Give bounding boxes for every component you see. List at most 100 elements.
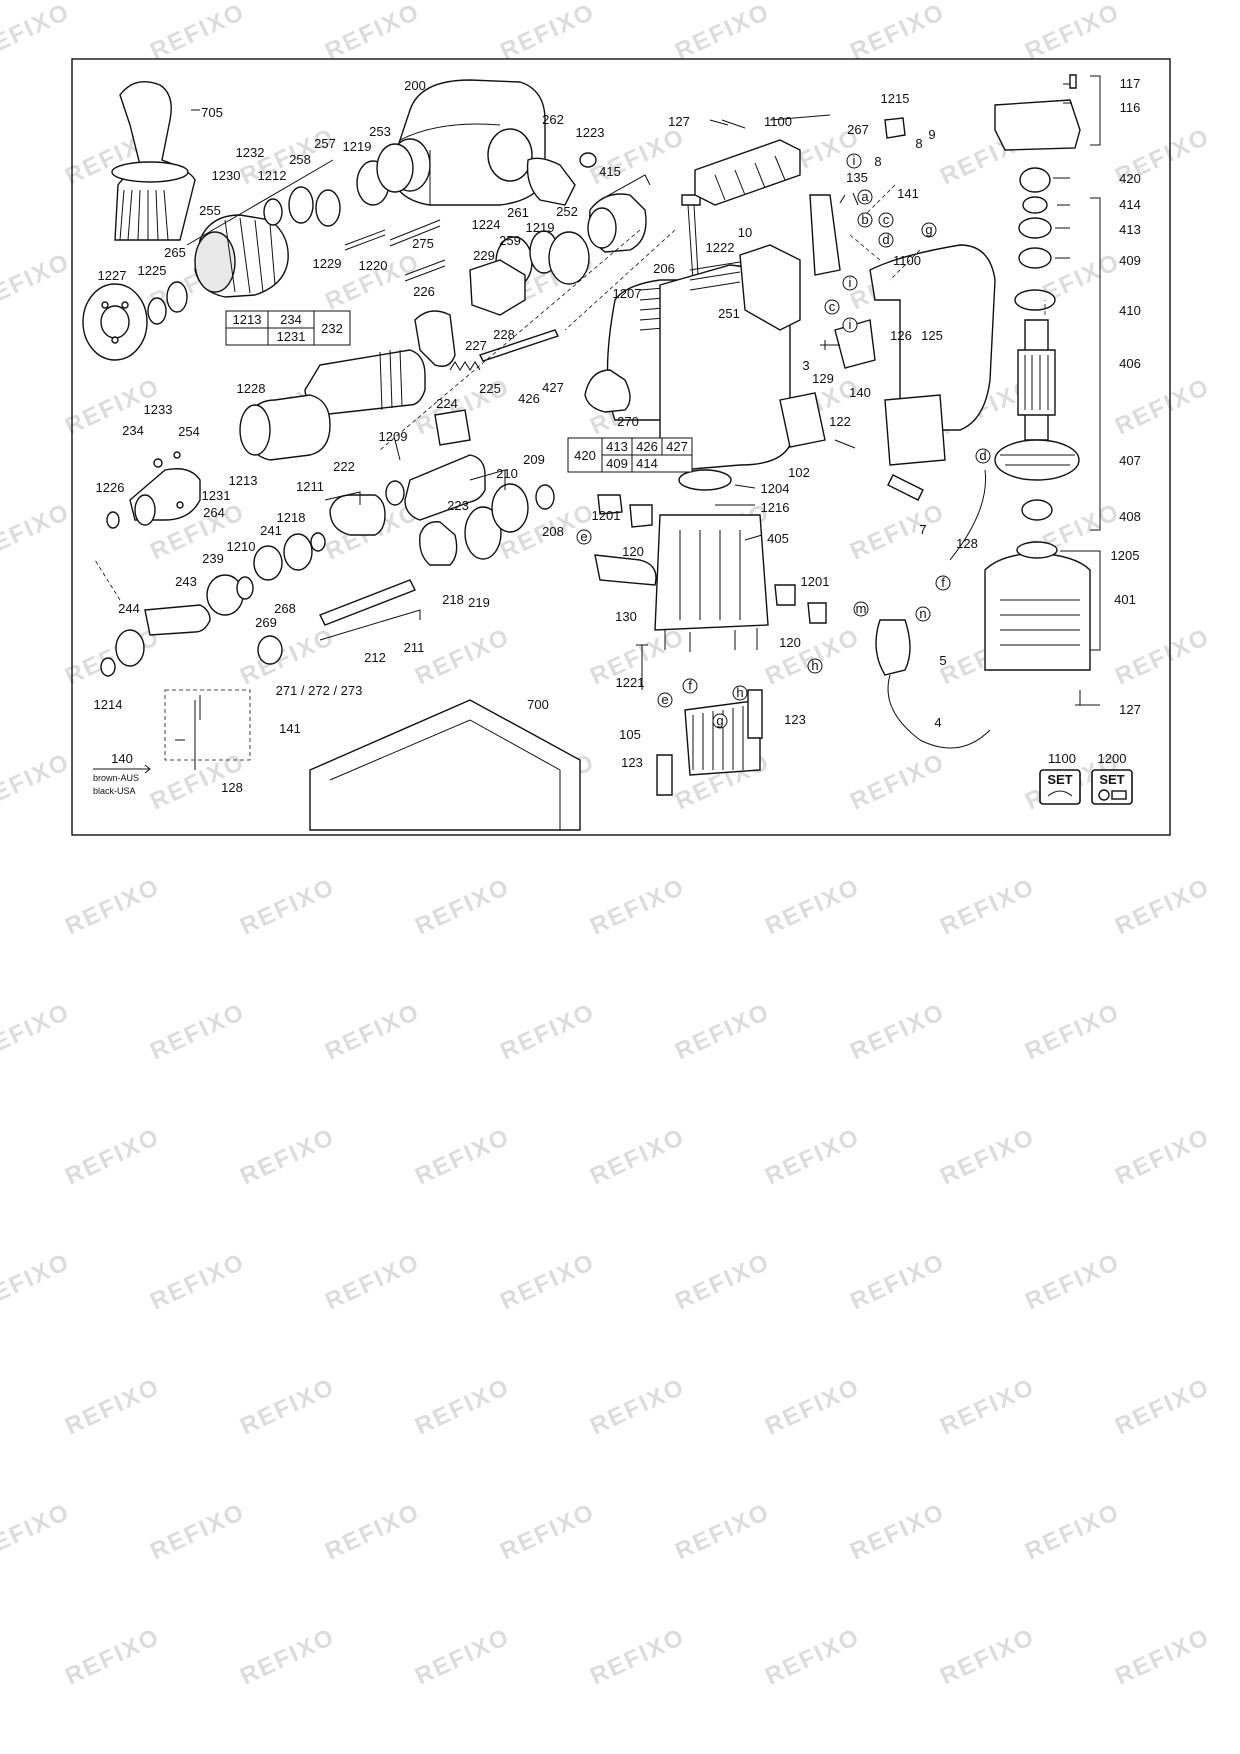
watermark-text: REFIXO xyxy=(586,1123,689,1190)
watermark-text: REFIXO xyxy=(496,1248,599,1315)
ref-letter-text-h: h xyxy=(811,658,818,673)
part-label-270: 270 xyxy=(617,414,639,429)
part-label-1100c: 1100 xyxy=(1048,751,1076,766)
watermark-text: REFIXO xyxy=(146,0,249,65)
part-label-223: 223 xyxy=(447,498,469,513)
ref-letter-text-d: d xyxy=(882,232,889,247)
part-label-1219a: 1219 xyxy=(343,139,372,154)
table-232: 1213 234 1231 232 xyxy=(225,310,351,346)
watermark-text: REFIXO xyxy=(496,998,599,1065)
part-label-1213a: 1213 xyxy=(229,473,258,488)
part-label-1201b: 1201 xyxy=(801,574,830,589)
watermark-text: REFIXO xyxy=(236,623,339,690)
watermark-text: REFIXO xyxy=(1021,998,1124,1065)
watermark-text: REFIXO xyxy=(411,1123,514,1190)
watermark-text: REFIXO xyxy=(846,0,949,65)
watermark-text: REFIXO xyxy=(1111,873,1214,940)
watermark-text: REFIXO xyxy=(411,623,514,690)
set-badge-1100-text: SET xyxy=(1047,772,1072,787)
part-label-251: 251 xyxy=(718,306,740,321)
watermark-text: REFIXO xyxy=(321,1498,424,1565)
watermark-text: REFIXO xyxy=(0,748,74,815)
part-label-1205: 1205 xyxy=(1111,548,1140,563)
part-label-200: 200 xyxy=(404,78,426,93)
watermark-text: REFIXO xyxy=(0,0,74,65)
diagram-frame xyxy=(71,58,1171,836)
watermark-text: REFIXO xyxy=(411,1373,514,1440)
part-label-255: 255 xyxy=(199,203,221,218)
ref-letter-g: g xyxy=(921,222,937,238)
watermark-text: REFIXO xyxy=(236,1373,339,1440)
part-label-1227: 1227 xyxy=(98,268,127,283)
watermark-text: REFIXO xyxy=(586,873,689,940)
watermark-text: REFIXO xyxy=(671,1498,774,1565)
watermark-text: REFIXO xyxy=(61,1123,164,1190)
part-label-408: 408 xyxy=(1119,509,1141,524)
ref-letter-i: i xyxy=(842,275,858,291)
part-label-102: 102 xyxy=(788,465,810,480)
part-label-218: 218 xyxy=(442,592,464,607)
part-label-141a: 141 xyxy=(897,186,919,201)
part-label-1224: 1224 xyxy=(472,217,501,232)
ref-letter-text-m: m xyxy=(856,601,867,616)
ref-letter-f: f xyxy=(935,575,951,591)
part-label-1214: 1214 xyxy=(94,697,123,712)
watermark-text: REFIXO xyxy=(1111,373,1214,440)
part-label-1220: 1220 xyxy=(359,258,388,273)
watermark-text: REFIXO xyxy=(146,1498,249,1565)
ref-letter-text-e: e xyxy=(661,692,668,707)
ref-letter-c: c xyxy=(878,212,894,228)
part-label-129: 129 xyxy=(812,371,834,386)
watermark-text: REFIXO xyxy=(846,1498,949,1565)
watermark-text: REFIXO xyxy=(61,1623,164,1690)
part-label-219: 219 xyxy=(468,595,490,610)
part-label-239: 239 xyxy=(202,551,224,566)
watermark-text: REFIXO xyxy=(0,248,74,315)
watermark-text: REFIXO xyxy=(496,0,599,65)
part-label-267: 267 xyxy=(847,122,869,137)
part-label-211: 211 xyxy=(404,640,425,655)
part-label-1219b: 1219 xyxy=(526,220,555,235)
part-label-125: 125 xyxy=(921,328,943,343)
part-label-127b: 127 xyxy=(1119,702,1141,717)
set-badge-1200-text: SET xyxy=(1099,772,1124,787)
watermark-text: REFIXO xyxy=(236,1123,339,1190)
part-label-120b: 120 xyxy=(779,635,801,650)
part-label-261: 261 xyxy=(507,205,529,220)
part-label-427a: 427 xyxy=(542,380,564,395)
part-label-128b: 128 xyxy=(221,780,243,795)
ref-letter-n: n xyxy=(915,606,931,622)
part-label-262: 262 xyxy=(542,112,564,127)
part-label-4: 4 xyxy=(934,715,941,730)
part-label-1231a: 1231 xyxy=(202,488,231,503)
part-label-258: 258 xyxy=(289,152,311,167)
part-label-1100a: 1100 xyxy=(764,114,792,129)
ref-letter-b: b xyxy=(857,212,873,228)
part-label-1100b: 1100 xyxy=(893,253,921,268)
part-label-413a: 413 xyxy=(1119,222,1141,237)
table-420-label: 420 xyxy=(574,448,596,463)
part-label-8a: 8 xyxy=(874,154,881,169)
part-label-271_272_273: 271 / 272 / 273 xyxy=(276,683,363,698)
part-label-1226: 1226 xyxy=(96,480,125,495)
part-label-401: 401 xyxy=(1114,592,1136,607)
ref-letter-text-i: i xyxy=(849,317,852,332)
part-label-210: 210 xyxy=(496,466,518,481)
ref-letter-a: a xyxy=(857,189,873,205)
part-label-128a: 128 xyxy=(956,536,978,551)
ref-letter-text-a: a xyxy=(861,189,869,204)
part-label-1221: 1221 xyxy=(616,675,645,690)
watermark-text: REFIXO xyxy=(1111,1623,1214,1690)
part-label-228: 228 xyxy=(493,327,515,342)
part-label-1233: 1233 xyxy=(144,402,173,417)
part-label-1200: 1200 xyxy=(1098,751,1127,766)
part-label-1207: 1207 xyxy=(613,286,642,301)
ref-letter-h: h xyxy=(807,658,823,674)
part-label-269: 269 xyxy=(255,615,277,630)
part-label-405: 405 xyxy=(767,531,789,546)
watermark-text: REFIXO xyxy=(236,873,339,940)
part-label-243: 243 xyxy=(175,574,197,589)
watermark-text: REFIXO xyxy=(0,998,74,1065)
